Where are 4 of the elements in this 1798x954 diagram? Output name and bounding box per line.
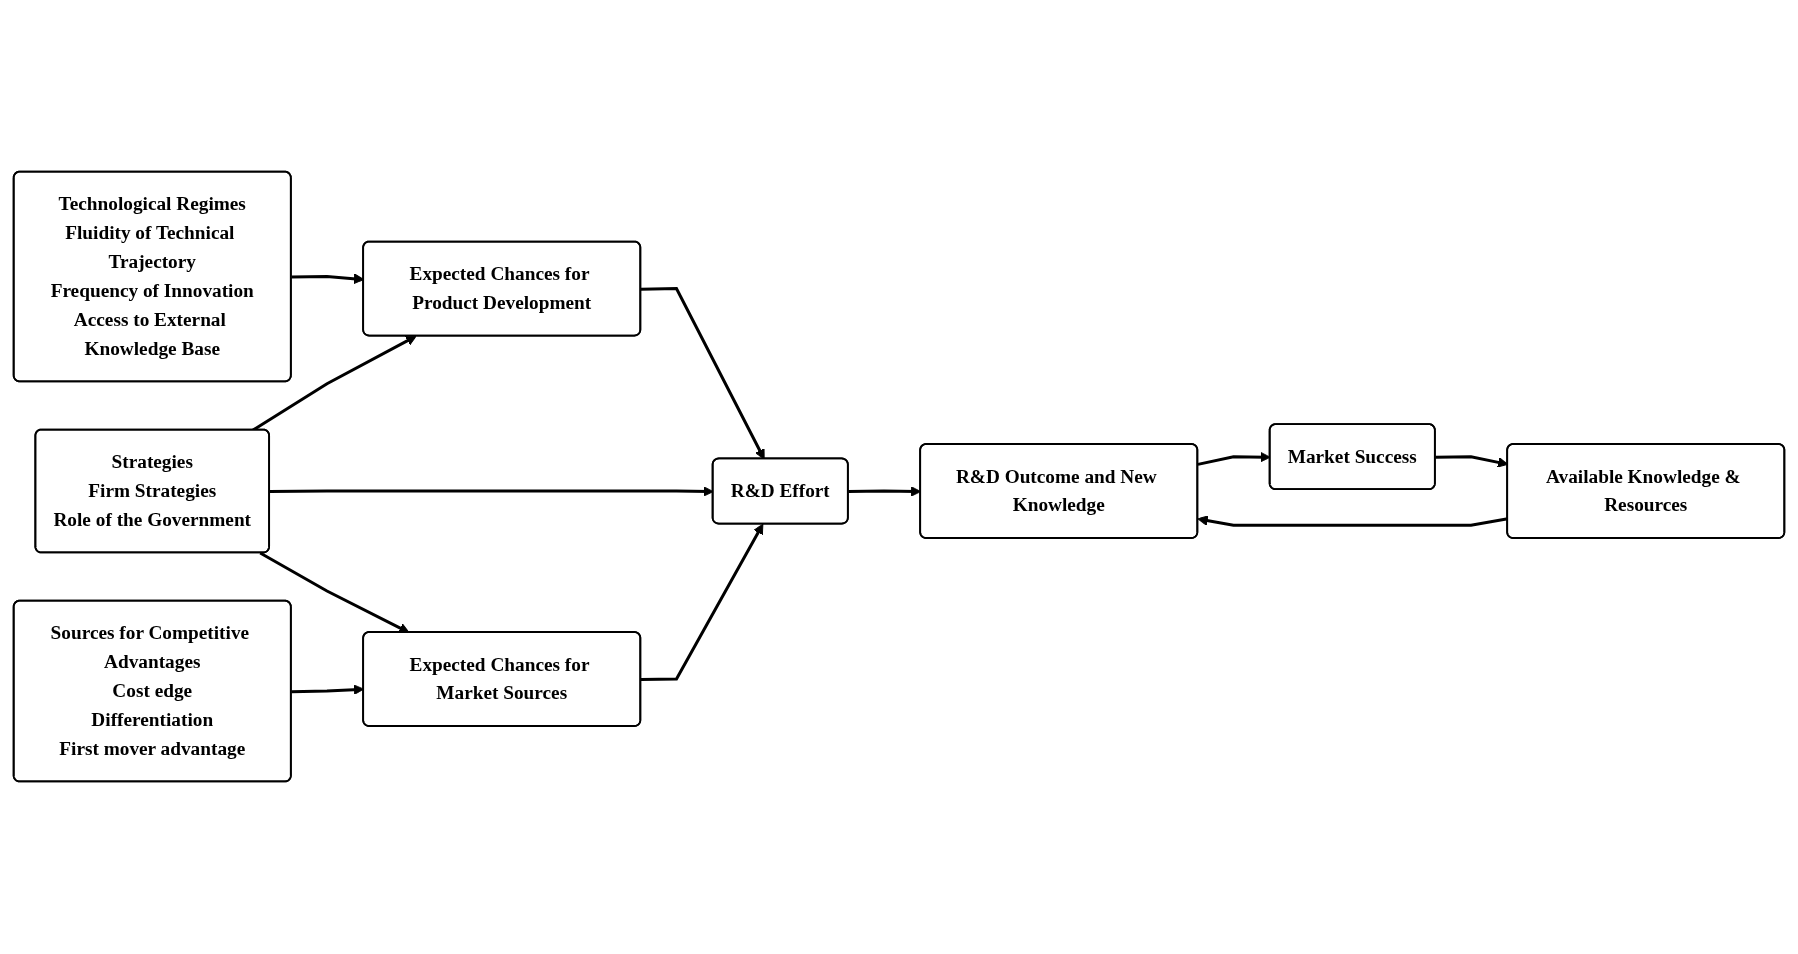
arrow: [640, 287, 765, 460]
arrow: [640, 524, 764, 682]
arrow: [252, 336, 417, 432]
arrow: [259, 552, 410, 634]
